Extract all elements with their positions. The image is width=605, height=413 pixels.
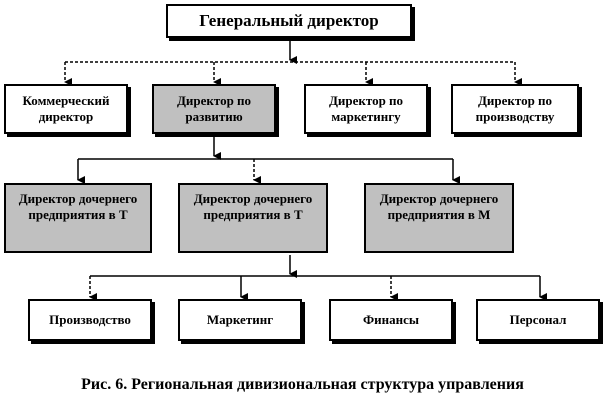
marketing-director-box: Директор по маркетингу <box>304 84 428 134</box>
general-director-box: Генеральный директор <box>166 4 412 38</box>
department-label-production: Производство <box>49 312 131 328</box>
department-box-production: Производство <box>28 299 152 341</box>
department-label-marketing: Маркетинг <box>206 312 274 328</box>
department-label-personnel: Персонал <box>509 312 567 328</box>
production-director-box: Директор по производству <box>451 84 579 134</box>
figure-caption: Рис. 6. Региональная дивизиональная стру… <box>81 376 524 393</box>
subsidiary-director-label-3: Директор дочернего предприятия в М <box>379 191 499 222</box>
commercial-director-box: Коммерческий директор <box>4 84 128 134</box>
subsidiary-director-label-1: Директор дочернего предприятия в Т <box>18 191 138 222</box>
development-director-box: Директор по развитию <box>152 84 276 134</box>
commercial-director-label: Коммерческий директор <box>22 93 110 124</box>
subsidiary-director-box-2: Директор дочернего предприятия в Т <box>178 183 328 253</box>
subsidiary-director-box-3: Директор дочернего предприятия в М <box>364 183 514 253</box>
subsidiary-director-box-1: Директор дочернего предприятия в Т <box>4 183 152 253</box>
department-label-finance: Финансы <box>362 312 420 328</box>
marketing-director-label: Директор по маркетингу <box>328 93 404 124</box>
subsidiary-director-label-2: Директор дочернего предприятия в Т <box>193 191 313 222</box>
department-box-marketing: Маркетинг <box>178 299 302 341</box>
production-director-label: Директор по производству <box>475 93 555 124</box>
department-box-finance: Финансы <box>329 299 453 341</box>
department-box-personnel: Персонал <box>476 299 600 341</box>
development-director-label: Директор по развитию <box>176 93 252 124</box>
general-director-label: Генеральный директор <box>199 10 379 30</box>
